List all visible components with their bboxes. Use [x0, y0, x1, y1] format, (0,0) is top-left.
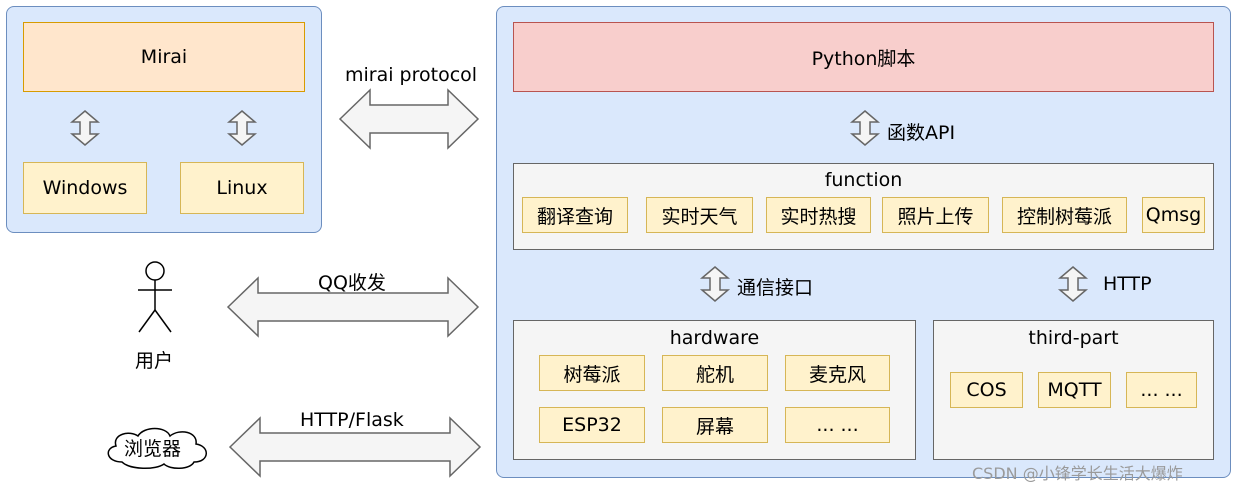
- function-item: 实时热搜: [766, 197, 871, 233]
- http-label: HTTP: [1103, 273, 1152, 295]
- mirai-label: Mirai: [140, 46, 188, 68]
- comm-label: 通信接口: [737, 277, 814, 299]
- windows-label: Windows: [42, 177, 128, 199]
- qq-arrow-icon: [226, 276, 480, 338]
- mirai-windows-arrow-icon: [69, 110, 101, 146]
- hardware-item: 舵机: [662, 355, 768, 391]
- windows-box: Windows: [23, 162, 147, 214]
- linux-label: Linux: [216, 177, 268, 199]
- third-part-title: third-part: [1028, 327, 1119, 349]
- python-script-label: Python脚本: [811, 47, 916, 70]
- http-arrow-icon: [1057, 266, 1089, 302]
- python-script-box: Python脚本: [513, 22, 1214, 92]
- api-label: 函数API: [887, 122, 956, 144]
- third-part-item: COS: [950, 372, 1023, 408]
- http-flask-label: HTTP/Flask: [300, 409, 404, 431]
- function-title: function: [824, 169, 903, 191]
- hardware-item: 树莓派: [539, 355, 645, 391]
- hardware-item: 屏幕: [662, 407, 768, 443]
- mirai-protocol-label: mirai protocol: [345, 64, 478, 86]
- function-item: Qmsg: [1142, 197, 1205, 233]
- function-item: 照片上传: [882, 197, 989, 233]
- watermark-text: CSDN @小锋学长生活大爆炸: [972, 464, 1183, 483]
- api-arrow-icon: [849, 110, 881, 146]
- user-actor-icon: [138, 261, 172, 333]
- third-part-item: MQTT: [1038, 372, 1111, 408]
- third-part-item: ... ...: [1126, 372, 1197, 408]
- function-item: 翻译查询: [522, 197, 628, 233]
- hardware-title: hardware: [669, 327, 760, 349]
- function-item: 控制树莓派: [1002, 197, 1127, 233]
- mirai-protocol-arrow-icon: [338, 88, 480, 150]
- linux-box: Linux: [180, 162, 304, 214]
- hardware-item: ESP32: [539, 407, 645, 443]
- comm-arrow-icon: [699, 266, 731, 302]
- mirai-linux-arrow-icon: [226, 110, 258, 146]
- qq-label: QQ收发: [318, 272, 386, 294]
- function-item: 实时天气: [646, 197, 753, 233]
- mirai-box: Mirai: [23, 22, 305, 92]
- hardware-item: ... ...: [785, 407, 890, 443]
- browser-cloud-icon: [107, 427, 207, 469]
- hardware-item: 麦克风: [785, 355, 890, 391]
- user-label: 用户: [135, 350, 174, 372]
- http-flask-arrow-icon: [228, 416, 482, 478]
- browser-label: 浏览器: [124, 438, 182, 460]
